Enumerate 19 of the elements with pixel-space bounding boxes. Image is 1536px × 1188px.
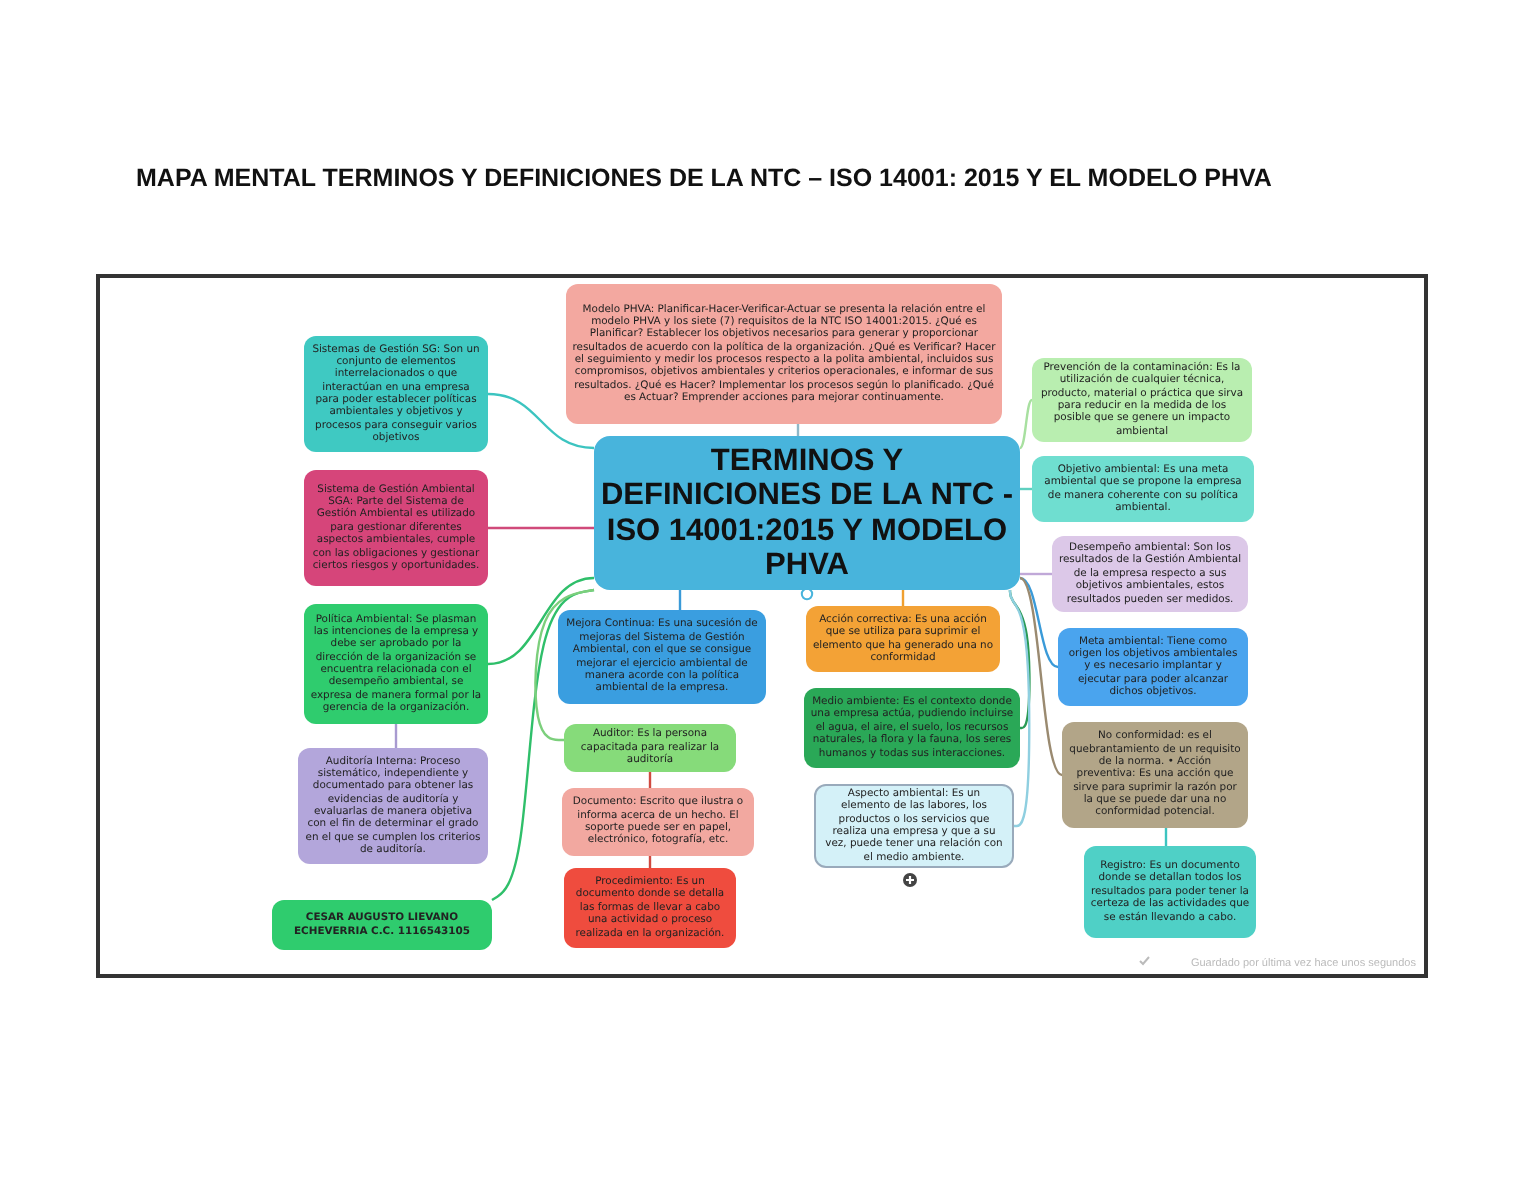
topic-text: TERMINOS Y DEFINICIONES DE LA NTC - ISO 14001:2015 Y MODELO PHVA <box>600 443 1014 583</box>
topic-box <box>1032 456 1254 522</box>
connector-line <box>487 576 595 666</box>
connector-line <box>678 590 682 610</box>
connector-line <box>1008 590 1031 828</box>
connector-line <box>1019 577 1063 776</box>
topic-box <box>1084 846 1256 938</box>
topic-box <box>566 284 1002 424</box>
connector-line <box>488 526 594 530</box>
page-title: MAPA MENTAL TERMINOS Y DEFINICIONES DE LA NTC – ISO 14001: 2015 Y EL MODELO PHVA <box>136 164 1272 192</box>
topic-box <box>564 724 736 772</box>
connector-line <box>1020 572 1052 576</box>
connector-line <box>1019 576 1059 669</box>
connector-line <box>534 588 595 742</box>
connector-line <box>1019 399 1033 449</box>
topic-box <box>304 470 488 586</box>
connector-line <box>394 724 398 748</box>
author-box <box>272 900 492 950</box>
connector-line <box>487 392 595 450</box>
